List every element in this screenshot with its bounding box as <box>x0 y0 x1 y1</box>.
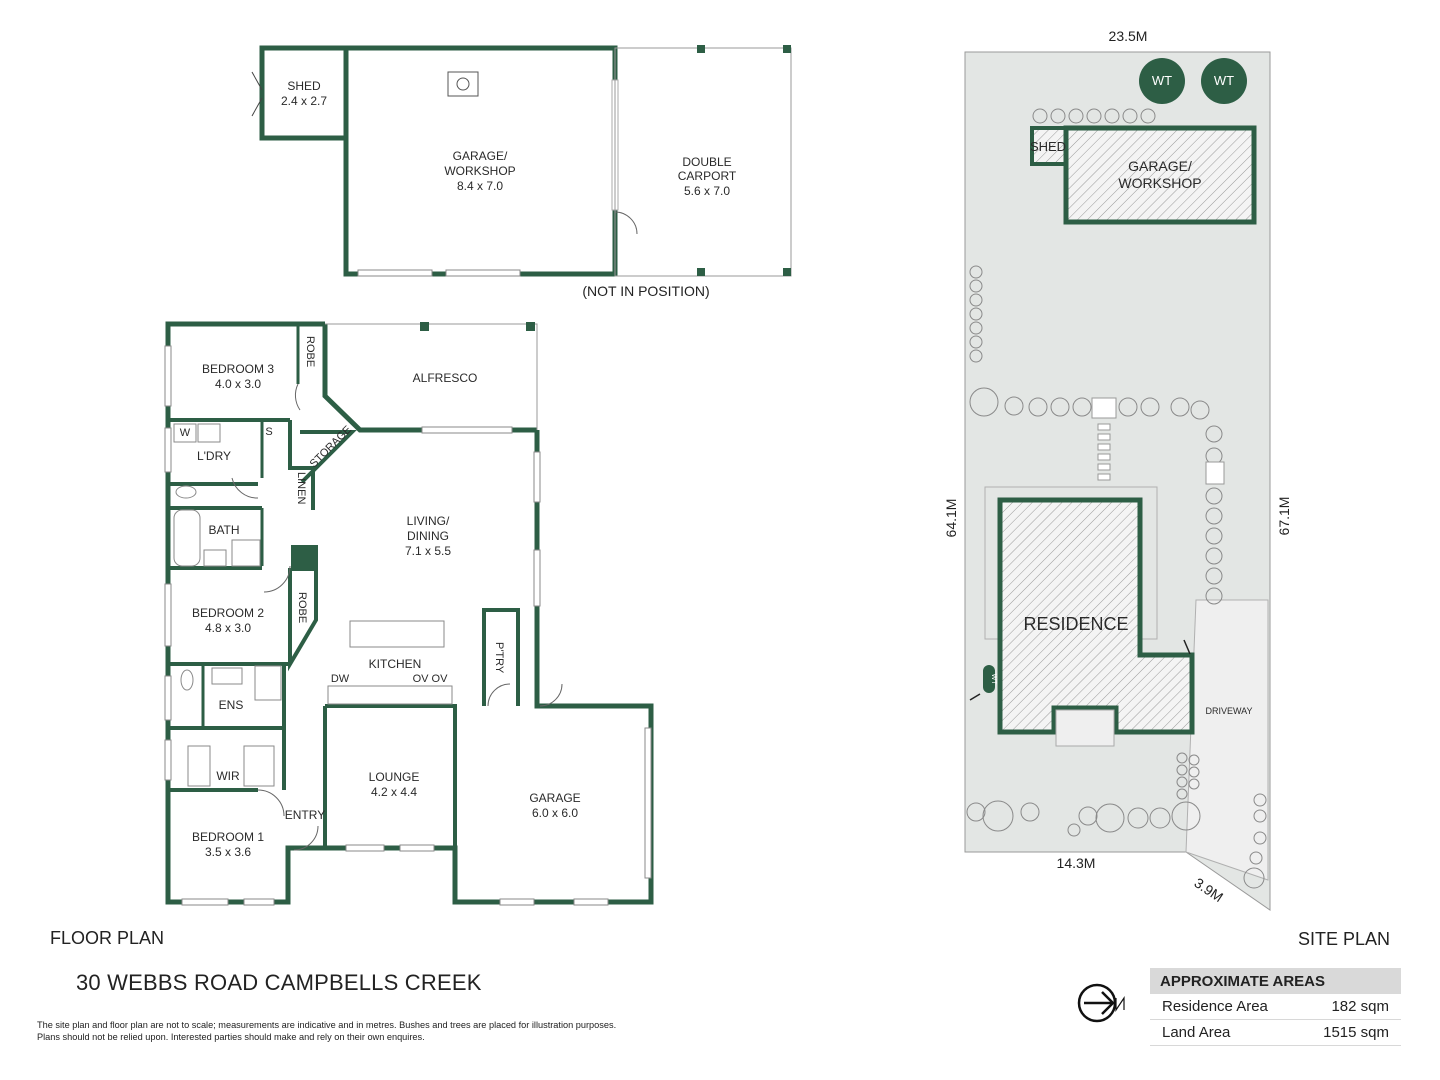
lounge-size: 4.2 x 4.4 <box>371 785 417 799</box>
garage-size: 6.0 x 6.0 <box>532 806 578 820</box>
site-corner-dimension: 3.9M <box>1191 875 1226 906</box>
laundry-s-label: S <box>265 426 272 438</box>
oven-label: OV OV <box>413 673 449 685</box>
carport-size: 5.6 x 7.0 <box>684 184 730 198</box>
table-row: Residence Area 182 sqm <box>1150 994 1401 1020</box>
site-garage <box>1063 125 1257 225</box>
entry-label: ENTRY <box>285 808 325 822</box>
residence-area-value: 182 sqm <box>1298 994 1401 1020</box>
carport-label-2: CARPORT <box>678 169 737 183</box>
areas-heading: APPROXIMATE AREAS <box>1150 968 1401 994</box>
water-tank-1-icon <box>1139 58 1185 104</box>
site-top-dimension: 23.5M <box>1109 28 1148 44</box>
kitchen-label: KITCHEN <box>369 657 422 671</box>
shrubs <box>966 108 1267 889</box>
shed-size: 2.4 x 2.7 <box>281 94 327 108</box>
approximate-areas-table: APPROXIMATE AREAS Residence Area 182 sqm… <box>1150 968 1401 1046</box>
wir-label: WIR <box>216 769 240 783</box>
site-right-dimension: 67.1M <box>1276 497 1292 536</box>
laundry-w-label: W <box>180 427 191 439</box>
water-tank-2-label: WT <box>1214 73 1234 88</box>
living-label-2: DINING <box>407 529 449 543</box>
living-size: 7.1 x 5.5 <box>405 544 451 558</box>
ensuite-label: ENS <box>219 698 244 712</box>
dishwasher-label: DW <box>331 673 350 685</box>
site-shed-label: SHED <box>1030 139 1066 154</box>
water-tank-1-label: WT <box>1152 73 1172 88</box>
water-tank-2-icon <box>1201 58 1247 104</box>
site-garage-label-1: GARAGE/ <box>1128 158 1192 174</box>
site-left-dimension: 64.1M <box>943 499 959 538</box>
carport-label-1: DOUBLE <box>682 155 731 169</box>
site-bottom-dimension: 14.3M <box>1057 855 1096 871</box>
bedroom1-label: BEDROOM 1 <box>192 830 264 844</box>
table-row: Land Area 1515 sqm <box>1150 1019 1401 1046</box>
small-tank-icon <box>983 665 995 693</box>
disclaimer-line-2: Plans should not be relied upon. Interes… <box>37 1031 425 1042</box>
garage-workshop-label-1: GARAGE/ <box>453 149 508 163</box>
site-plan <box>964 51 1271 911</box>
garage-workshop-label-2: WORKSHOP <box>444 164 515 178</box>
site-garage-label-2: WORKSHOP <box>1118 175 1201 191</box>
bedroom2-label: BEDROOM 2 <box>192 606 264 620</box>
site-plan-title: SITE PLAN <box>1298 929 1391 949</box>
driveway-area <box>1185 599 1269 881</box>
residence-label: RESIDENCE <box>1023 614 1128 634</box>
land-area-label: Land Area <box>1150 1019 1299 1046</box>
shed-room <box>259 45 349 141</box>
lounge-label: LOUNGE <box>369 770 420 784</box>
property-address: 30 WEBBS ROAD CAMPBELLS CREEK <box>76 970 482 995</box>
north-arrow-icon <box>1077 983 1125 1023</box>
small-tank-label: WT <box>990 674 997 686</box>
bedroom3-size: 4.0 x 3.0 <box>215 377 261 391</box>
not-in-position-note: (NOT IN POSITION) <box>582 283 709 299</box>
residence-area-label: Residence Area <box>1150 994 1299 1020</box>
laundry-label: L'DRY <box>197 449 231 463</box>
pantry-label: P'TRY <box>493 642 505 674</box>
robe-top-label: ROBE <box>304 336 316 367</box>
garage-label: GARAGE <box>529 791 580 805</box>
bedroom3-label: BEDROOM 3 <box>202 362 274 376</box>
alfresco-label: ALFRESCO <box>413 371 478 385</box>
bedroom2-size: 4.8 x 3.0 <box>205 621 251 635</box>
disclaimer: The site plan and floor plan are not to … <box>37 1020 616 1043</box>
bedroom1-size: 3.5 x 3.6 <box>205 845 251 859</box>
linen-label: LINEN <box>295 472 307 504</box>
robe-mid-label: ROBE <box>296 592 308 623</box>
driveway-label: DRIVEWAY <box>1205 706 1252 716</box>
disclaimer-line-1: The site plan and floor plan are not to … <box>37 1020 617 1030</box>
residence-footprint <box>997 497 1195 735</box>
shed-label: SHED <box>287 79 321 93</box>
outbuilding-plan <box>251 45 792 277</box>
bath-label: BATH <box>208 523 239 537</box>
floor-plan-title: FLOOR PLAN <box>50 928 165 948</box>
garage-workshop-size: 8.4 x 7.0 <box>457 179 503 193</box>
living-label-1: LIVING/ <box>407 514 450 528</box>
land-area-value: 1515 sqm <box>1298 1019 1401 1046</box>
